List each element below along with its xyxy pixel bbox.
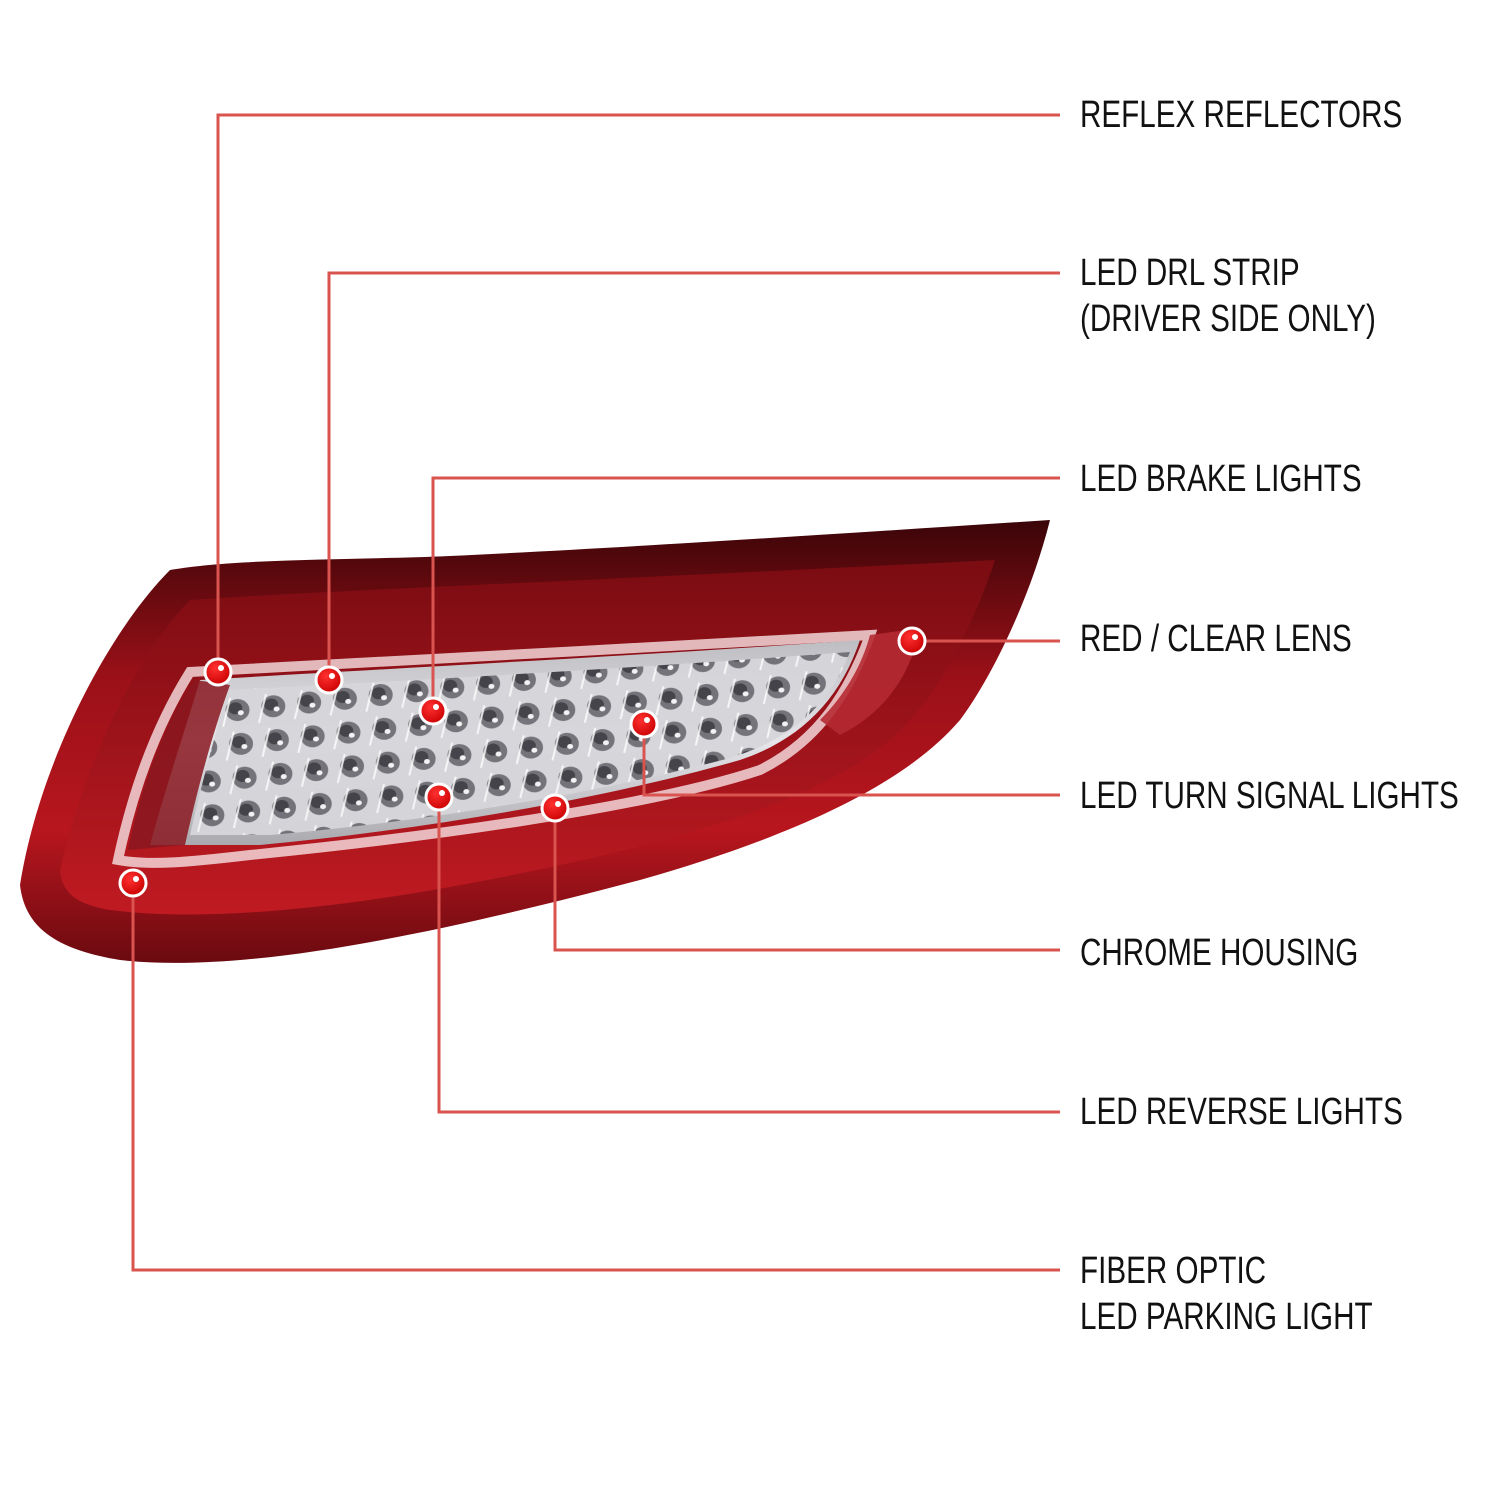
label-chrome-housing: CHROME HOUSING: [1080, 930, 1358, 976]
callout-dot-red-clear-lens: [897, 626, 927, 656]
label-led-turn-signal-lights: LED TURN SIGNAL LIGHTS: [1080, 773, 1459, 819]
label-text: REFLEX REFLECTORS: [1080, 94, 1403, 136]
callout-dot-led-reverse-lights: [424, 782, 454, 812]
label-text-sub: (DRIVER SIDE ONLY): [1080, 298, 1376, 340]
label-text: LED BRAKE LIGHTS: [1080, 458, 1362, 500]
callout-dot-reflex-reflectors: [203, 657, 233, 687]
label-led-reverse-lights: LED REVERSE LIGHTS: [1080, 1089, 1403, 1135]
label-red-clear-lens: RED / CLEAR LENS: [1080, 616, 1352, 662]
label-text: LED DRL STRIP: [1080, 252, 1300, 294]
label-led-drl-strip: LED DRL STRIP (DRIVER SIDE ONLY): [1080, 250, 1376, 342]
label-led-brake-lights: LED BRAKE LIGHTS: [1080, 456, 1362, 502]
label-reflex-reflectors: REFLEX REFLECTORS: [1080, 92, 1402, 138]
callout-line-led-turn-signal: [642, 724, 1060, 797]
callout-dot-led-brake-lights: [418, 696, 448, 726]
callout-line-chrome-housing: [553, 808, 1060, 952]
label-text: RED / CLEAR LENS: [1080, 618, 1352, 660]
callout-lines: [131, 113, 1060, 1272]
label-text: LED REVERSE LIGHTS: [1080, 1091, 1403, 1133]
callout-line-reflex-reflectors: [216, 113, 1060, 672]
label-text: FIBER OPTIC: [1080, 1250, 1267, 1292]
label-text: CHROME HOUSING: [1080, 932, 1359, 974]
label-fiber-optic-led-parking-light: FIBER OPTIC LED PARKING LIGHT: [1080, 1248, 1373, 1340]
callout-line-led-brake-lights: [431, 476, 1060, 711]
label-text-sub: LED PARKING LIGHT: [1080, 1296, 1373, 1338]
callout-line-led-drl-strip: [327, 271, 1060, 680]
callout-dots: [118, 626, 927, 898]
callout-dot-led-drl-strip: [314, 665, 344, 695]
callout-dot-led-turn-signal: [629, 709, 659, 739]
callout-dot-chrome-housing: [540, 793, 570, 823]
tail-light-body: [20, 520, 1050, 963]
callout-line-led-reverse-lights: [437, 797, 1060, 1114]
label-text: LED TURN SIGNAL LIGHTS: [1080, 775, 1459, 817]
callout-dot-fiber-optic: [118, 868, 148, 898]
callout-line-fiber-optic: [131, 883, 1060, 1272]
